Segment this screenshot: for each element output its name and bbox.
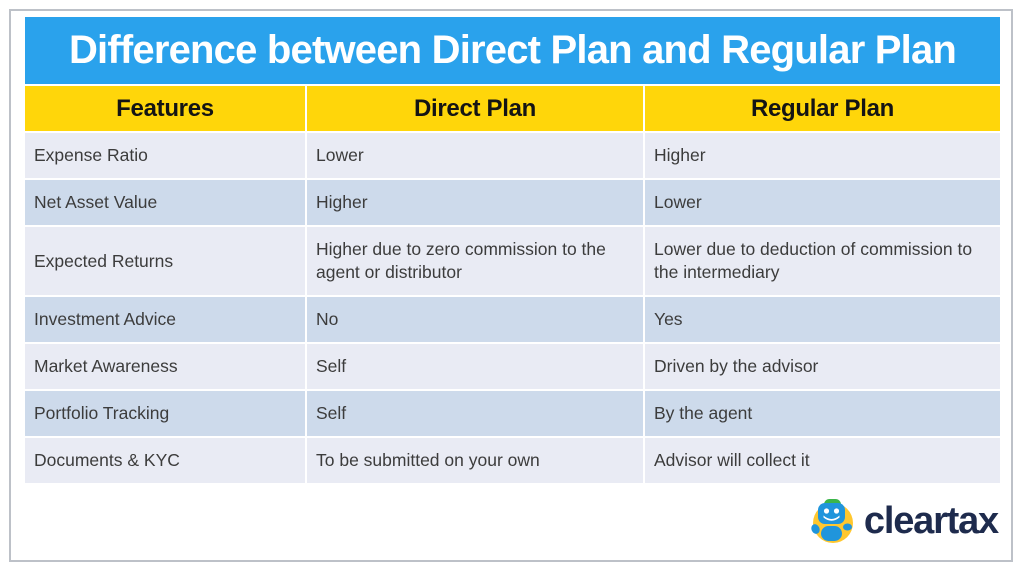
- cell-regular: By the agent: [645, 391, 1000, 436]
- title-bar: Difference between Direct Plan and Regul…: [25, 17, 1000, 84]
- slide-content: Difference between Direct Plan and Regul…: [25, 17, 1000, 483]
- cell-direct: Higher: [307, 180, 643, 225]
- cell-direct: To be submitted on your own: [307, 438, 643, 483]
- column-header-regular-plan: Regular Plan: [645, 86, 1000, 131]
- cell-regular: Yes: [645, 297, 1000, 342]
- cell-regular: Higher: [645, 133, 1000, 178]
- cell-regular: Lower due to deduction of commission to …: [645, 227, 1000, 295]
- cell-direct: No: [307, 297, 643, 342]
- cell-direct: Lower: [307, 133, 643, 178]
- cleartax-logo: cleartax: [807, 496, 999, 546]
- page-title: Difference between Direct Plan and Regul…: [68, 28, 957, 72]
- column-header-direct-plan: Direct Plan: [307, 86, 643, 131]
- cell-feature: Expense Ratio: [25, 133, 305, 178]
- cell-feature: Market Awareness: [25, 344, 305, 389]
- cell-direct: Self: [307, 391, 643, 436]
- cell-regular: Advisor will collect it: [645, 438, 1000, 483]
- cell-feature: Expected Returns: [25, 227, 305, 295]
- cell-direct: Self: [307, 344, 643, 389]
- column-header-features: Features: [25, 86, 305, 131]
- comparison-table: Features Direct Plan Regular Plan Expens…: [25, 86, 1000, 483]
- cell-regular: Driven by the advisor: [645, 344, 1000, 389]
- cleartax-wordmark: cleartax: [863, 500, 999, 542]
- cell-feature: Net Asset Value: [25, 180, 305, 225]
- cell-feature: Investment Advice: [25, 297, 305, 342]
- cleartax-robot-icon: [811, 499, 853, 543]
- cell-feature: Portfolio Tracking: [25, 391, 305, 436]
- cell-feature: Documents & KYC: [25, 438, 305, 483]
- cell-regular: Lower: [645, 180, 1000, 225]
- cell-direct: Higher due to zero commission to the age…: [307, 227, 643, 295]
